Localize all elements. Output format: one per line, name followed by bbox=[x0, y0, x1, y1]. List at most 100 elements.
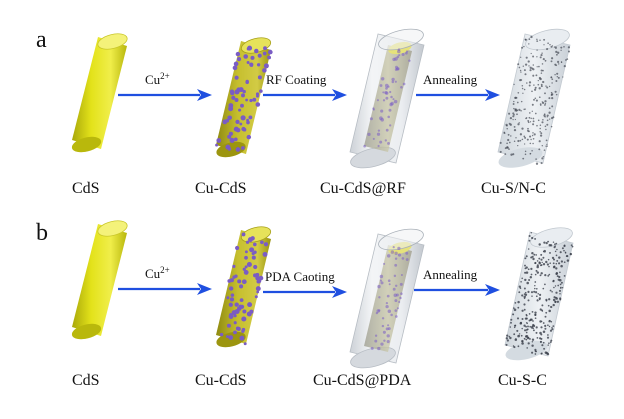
arrow-b-2-head bbox=[332, 286, 347, 298]
particle-dot bbox=[506, 334, 509, 337]
particle-dot bbox=[387, 324, 390, 327]
particle-dot bbox=[514, 96, 517, 99]
particle-dot bbox=[557, 284, 560, 287]
particle-dot bbox=[547, 344, 549, 346]
particle-dot bbox=[252, 97, 257, 102]
particle-dot bbox=[547, 304, 550, 307]
particle-dot bbox=[545, 260, 548, 264]
particle-dot bbox=[544, 125, 547, 128]
particle-dot bbox=[388, 108, 392, 112]
particle-dot bbox=[513, 128, 517, 132]
particle-dot bbox=[387, 279, 391, 283]
particle-dot bbox=[393, 293, 398, 297]
particle-dot bbox=[550, 91, 553, 94]
particle-dot bbox=[549, 251, 551, 254]
particle-dot bbox=[514, 110, 516, 112]
particle-dot bbox=[239, 284, 244, 289]
particle-dot bbox=[520, 100, 523, 103]
particle-dot bbox=[567, 46, 570, 49]
particle-dot bbox=[505, 337, 508, 340]
cu-dots-a bbox=[215, 45, 273, 152]
particle-dot bbox=[262, 68, 267, 73]
particle-dot bbox=[523, 108, 525, 111]
particle-dot bbox=[255, 92, 260, 96]
particle-dot bbox=[374, 334, 378, 337]
particle-dot bbox=[245, 79, 249, 84]
particle-dot bbox=[540, 72, 543, 74]
particle-dot bbox=[551, 45, 554, 47]
particle-dot bbox=[563, 65, 566, 68]
particle-dot bbox=[535, 254, 538, 256]
stage-label-cu-cds-rf-a: Cu-CdS@RF bbox=[320, 180, 406, 197]
arrow-b-1 bbox=[118, 283, 212, 295]
particle-dot bbox=[565, 59, 567, 61]
particle-dot bbox=[539, 78, 542, 81]
particle-dot bbox=[541, 157, 544, 160]
particle-dot bbox=[535, 295, 538, 298]
cu-cds-rod-a-body bbox=[216, 41, 271, 154]
particle-dot bbox=[398, 300, 401, 304]
pda-dots-b bbox=[370, 246, 409, 351]
particle-dot bbox=[558, 63, 560, 65]
particle-dot bbox=[536, 66, 538, 68]
particle-dot bbox=[570, 244, 573, 247]
particle-dot bbox=[228, 115, 232, 120]
stage-label-cu-cds-pda-b: Cu-CdS@PDA bbox=[313, 372, 412, 389]
particle-dot bbox=[260, 240, 264, 245]
particle-dot bbox=[377, 144, 380, 148]
panel-label-a: a bbox=[36, 27, 47, 53]
particle-dot bbox=[367, 132, 371, 137]
particle-dot bbox=[541, 261, 543, 264]
particle-dot bbox=[398, 54, 401, 57]
particle-dot bbox=[532, 257, 535, 261]
arrow-a-2 bbox=[263, 89, 347, 101]
particle-dot bbox=[394, 299, 398, 303]
particle-dot bbox=[529, 276, 533, 279]
particle-dot bbox=[524, 108, 526, 110]
particle-dot bbox=[215, 143, 219, 147]
particle-dot bbox=[555, 254, 558, 257]
particle-dot bbox=[390, 313, 393, 317]
particle-dot bbox=[539, 331, 542, 335]
particle-dot bbox=[556, 300, 560, 303]
particle-dot bbox=[513, 324, 517, 327]
particle-dot bbox=[241, 327, 246, 332]
particle-dot bbox=[255, 286, 261, 292]
particle-dot bbox=[540, 326, 543, 329]
particle-dot bbox=[524, 329, 527, 332]
particle-dot bbox=[531, 110, 533, 112]
particle-dot bbox=[243, 342, 247, 346]
particle-dot bbox=[533, 290, 536, 293]
particle-dot bbox=[536, 124, 538, 127]
particle-dot bbox=[531, 341, 534, 343]
particle-dot bbox=[531, 67, 534, 70]
particle-dot bbox=[523, 135, 526, 138]
particle-dot bbox=[376, 132, 381, 136]
particle-dot bbox=[536, 56, 538, 58]
particle-dot bbox=[254, 295, 258, 299]
particle-dot bbox=[537, 83, 540, 86]
cu-cds-rod-b bbox=[216, 226, 272, 348]
csc-rod-b-bottom bbox=[505, 340, 548, 361]
particle-dot bbox=[513, 83, 515, 86]
particle-dot bbox=[551, 105, 554, 108]
particle-dot bbox=[536, 337, 539, 339]
particle-dot bbox=[526, 129, 529, 132]
particle-dot bbox=[555, 267, 558, 270]
particle-dot bbox=[557, 76, 560, 79]
particle-dot bbox=[550, 117, 554, 120]
particle-dot bbox=[539, 103, 542, 105]
particle-dot bbox=[534, 348, 537, 351]
particle-dot bbox=[538, 297, 541, 300]
particle-dot bbox=[532, 55, 535, 58]
particle-dot bbox=[522, 157, 525, 160]
particle-dot bbox=[545, 311, 548, 314]
particle-dot bbox=[518, 122, 520, 124]
particle-dot bbox=[524, 136, 527, 139]
particle-dot bbox=[509, 336, 512, 340]
particle-dot bbox=[508, 112, 511, 115]
particle-dot bbox=[226, 296, 230, 300]
particle-dot bbox=[524, 293, 528, 296]
particle-dot bbox=[219, 332, 224, 337]
particle-dot bbox=[532, 327, 535, 330]
